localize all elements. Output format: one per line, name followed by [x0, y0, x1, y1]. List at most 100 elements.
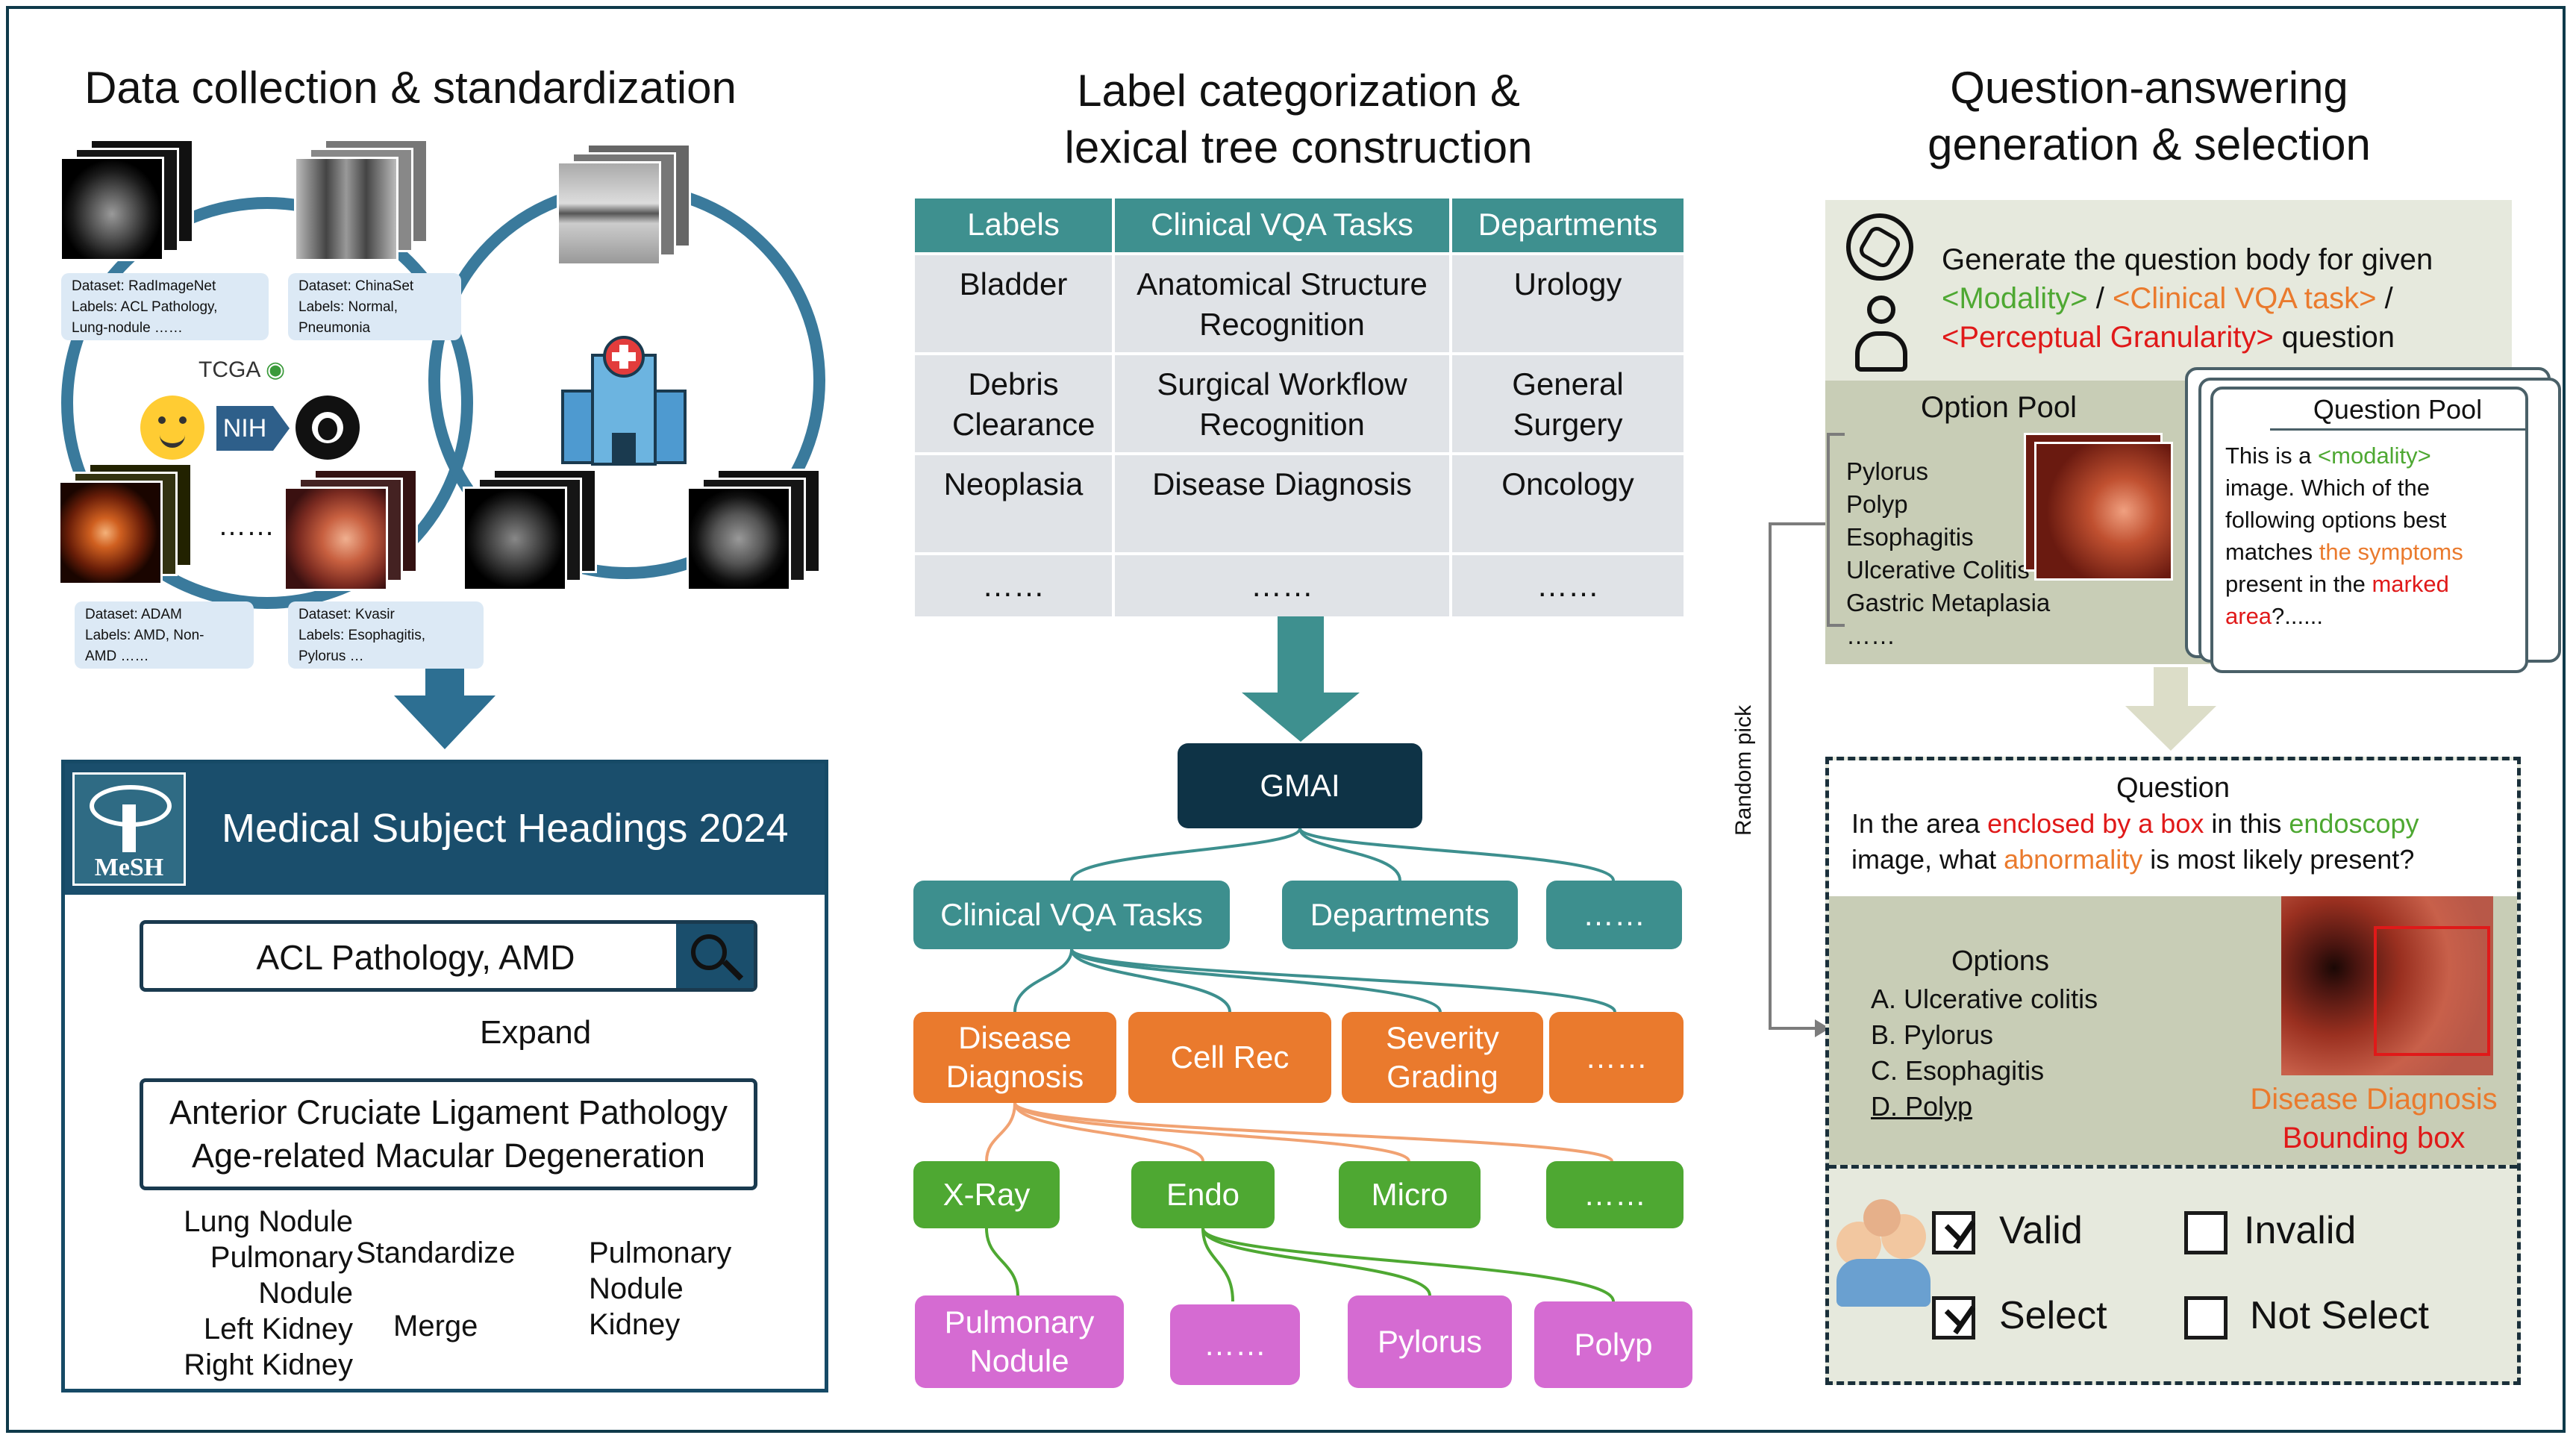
search-icon [691, 934, 727, 970]
option-pool-item: Gastric Metaplasia [1846, 589, 2051, 616]
not-select-checkbox[interactable] [2184, 1296, 2228, 1340]
ct-image-stack [60, 139, 209, 273]
question-header: Question In the area enclosed by a box i… [1829, 760, 2517, 896]
valid-label: Valid [1999, 1209, 2083, 1252]
ct-pelvis-stack [463, 469, 612, 603]
standardized-terms: Pulmonary Nodule Kidney [589, 1235, 731, 1342]
select-label: Select [1999, 1294, 2107, 1337]
options-area: Options A. Ulcerative colitis B. Pylorus… [1829, 896, 2517, 1165]
option-pool-item: Ulcerative Colitis [1846, 556, 2030, 584]
question-card: Question In the area enclosed by a box i… [1825, 757, 2521, 1385]
table-cell: Debris Clearance [915, 355, 1112, 452]
tree-node-clinical-vqa-tasks: Clinical VQA Tasks [913, 881, 1230, 949]
option-pool-title: Option Pool [1921, 391, 2078, 424]
question-pool-template: This is a <modality> image. Which of the… [2225, 443, 2463, 629]
table-header-row: Labels Clinical VQA Tasks Departments [915, 199, 1684, 252]
bounding-box [2374, 926, 2490, 1056]
panel3-title: Question-answering generation & selectio… [1928, 63, 2371, 169]
question-pool-scroll: Question Pool This is a <modality> image… [2210, 387, 2528, 673]
option-pool-item: Esophagitis [1846, 523, 1974, 551]
merge-label: Merge [393, 1310, 478, 1342]
expand-label: Expand [480, 1014, 592, 1051]
table-cell: Surgical Workflow Recognition [1115, 355, 1449, 452]
question-text: In the area enclosed by a box in this en… [1851, 808, 2419, 875]
mesh-header: MeSH Medical Subject Headings 2024 [65, 763, 825, 895]
standardized-term: Kidney [589, 1308, 681, 1341]
option-a[interactable]: A. Ulcerative colitis [1871, 984, 2098, 1014]
tree-node-ellipsis: …… [1546, 1161, 1684, 1228]
option-c[interactable]: C. Esophagitis [1871, 1055, 2045, 1086]
option-b[interactable]: B. Pylorus [1871, 1019, 1994, 1050]
nih-logo: NIH [216, 406, 273, 451]
question-title: Question [2116, 772, 2230, 804]
search-button[interactable] [676, 924, 754, 988]
granularity-label: Bounding box [2282, 1122, 2466, 1154]
table-header: Labels [915, 199, 1112, 252]
down-arrow-panel1 [394, 663, 495, 749]
endoscopy-thumbnail-stack [2024, 433, 2173, 582]
mesh-search-value: ACL Pathology, AMD [256, 938, 575, 977]
down-arrow-panel2 [1242, 616, 1360, 742]
standardized-term: Pulmonary [589, 1237, 732, 1269]
tree-node-cell-rec: Cell Rec [1128, 1012, 1331, 1103]
mesh-panel: MeSH Medical Subject Headings 2024 ACL P… [61, 760, 828, 1392]
mesh-title: Medical Subject Headings 2024 [222, 806, 789, 851]
tree-node-departments: Departments [1282, 881, 1518, 949]
question-pool-title: Question Pool [2270, 390, 2525, 431]
ring-left [61, 197, 473, 609]
table-row: Debris Clearance Surgical Workflow Recog… [915, 355, 1684, 452]
raw-term: Right Kidney [184, 1348, 353, 1381]
option-pool-list: Pylorus Polyp Esophagitis Ulcerative Col… [1846, 455, 2050, 652]
raw-term: Lung Nodule [184, 1205, 353, 1238]
option-pool-item: Polyp [1846, 490, 1908, 518]
table-cell: Disease Diagnosis [1115, 455, 1449, 552]
panel2-title: Label categorization & lexical tree cons… [1064, 66, 1533, 172]
doctors-icon [1836, 1199, 1931, 1307]
expanded-term-amd: Age-related Macular Degeneration [192, 1137, 705, 1175]
tree-node-disease-diagnosis: Disease Diagnosis [913, 1012, 1116, 1103]
select-checkbox[interactable] [1932, 1296, 1976, 1340]
user-icon [1855, 296, 1907, 376]
tree-node-xray: X-Ray [913, 1161, 1060, 1228]
tree-node-endo: Endo [1131, 1161, 1275, 1228]
tree-node-pylorus: Pylorus [1348, 1295, 1512, 1388]
down-arrow-panel3 [2125, 667, 2216, 751]
github-icon [296, 396, 360, 460]
table-cell: Neoplasia [915, 455, 1112, 552]
table-cell: …… [1115, 555, 1449, 616]
valid-checkbox[interactable] [1932, 1211, 1976, 1254]
option-pool-bracket [1827, 433, 1845, 627]
table-cell: …… [915, 555, 1112, 616]
ct-head-stack [687, 469, 836, 603]
table-cell: Oncology [1452, 455, 1684, 552]
huggingface-icon [140, 396, 204, 460]
figure-frame [6, 6, 2566, 1433]
mesh-search-input[interactable]: ACL Pathology, AMD [140, 920, 757, 992]
raw-term: Nodule [258, 1277, 353, 1310]
table-row: Neoplasia Disease Diagnosis Oncology [915, 455, 1684, 552]
xray-image-stack [294, 139, 443, 273]
tcga-logo: TCGA ◉ [198, 357, 286, 382]
datasets-ellipsis: …… [218, 510, 275, 542]
invalid-checkbox[interactable] [2184, 1211, 2228, 1254]
table-header: Departments [1452, 199, 1684, 252]
raw-terms: Lung Nodule Pulmonary Nodule Left Kidney… [87, 1204, 353, 1383]
nih-logo-arrow [273, 406, 290, 451]
knee-xray-stack [557, 143, 706, 278]
chatgpt-icon [1846, 213, 1913, 281]
question-labels: Disease Diagnosis Bounding box [2232, 1080, 2516, 1157]
random-pick-label: Random pick [1731, 704, 1756, 836]
raw-term: Pulmonary [210, 1241, 353, 1274]
endoscopy-image-stack [284, 469, 433, 603]
not-select-label: Not Select [2250, 1294, 2429, 1337]
table-cell: Bladder [915, 255, 1112, 352]
prompt-area: Generate the question body for given <Mo… [1825, 200, 2512, 381]
option-d-correct[interactable]: D. Polyp [1871, 1091, 1973, 1122]
invalid-label: Invalid [2244, 1209, 2357, 1252]
tree-node-ellipsis: …… [1170, 1304, 1300, 1385]
table-cell: General Surgery [1452, 355, 1684, 452]
